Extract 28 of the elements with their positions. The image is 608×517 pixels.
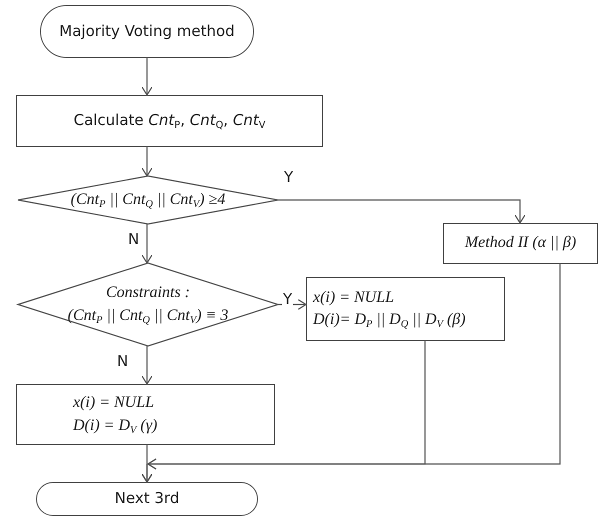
- node-text: (Cnt$_{P}$ || Cnt$_{Q}$ || Cnt$_{V}$) ≥4: [70, 190, 226, 210]
- arrow: [141, 224, 153, 264]
- edge-label: N: [116, 354, 130, 369]
- arrow: [278, 298, 307, 310]
- process-box: [16, 384, 275, 445]
- node-text: x(i) = NULL: [313, 288, 394, 307]
- arrow: [278, 199, 526, 224]
- process-box: [443, 223, 598, 264]
- arrow: [141, 346, 153, 385]
- node-text: D(i)= D$_{P}$ || D$_{Q}$ || D$_{V}$ (β): [313, 311, 466, 330]
- node-text: x(i) = NULL: [73, 394, 154, 412]
- node-text: (Cnt$_{P}$ || Cnt$_{Q}$ || Cnt$_{V}$) ≡ 3: [68, 306, 228, 325]
- terminal-box: [40, 5, 254, 58]
- arrow: [141, 58, 153, 96]
- node-text: Constraints :: [106, 284, 190, 302]
- terminal-box: [36, 482, 258, 516]
- node-text: Next 3rd: [114, 490, 180, 508]
- arrow: [141, 263, 561, 483]
- node-text: Majority Voting method: [59, 22, 235, 40]
- edge-label: Y: [282, 292, 294, 307]
- node-text: Calculate Cnt$_{P}$, Cnt$_{Q}$, Cnt$_{V}$: [74, 112, 266, 130]
- arrow: [141, 147, 153, 177]
- node-text: Method II (α || β): [464, 234, 576, 253]
- node-text: D(i) = D$_{V}$ (γ): [73, 416, 158, 435]
- edge-label: N: [127, 232, 140, 247]
- process-box: [306, 277, 505, 341]
- process-box: [16, 95, 323, 147]
- edge-label: Y: [283, 170, 294, 185]
